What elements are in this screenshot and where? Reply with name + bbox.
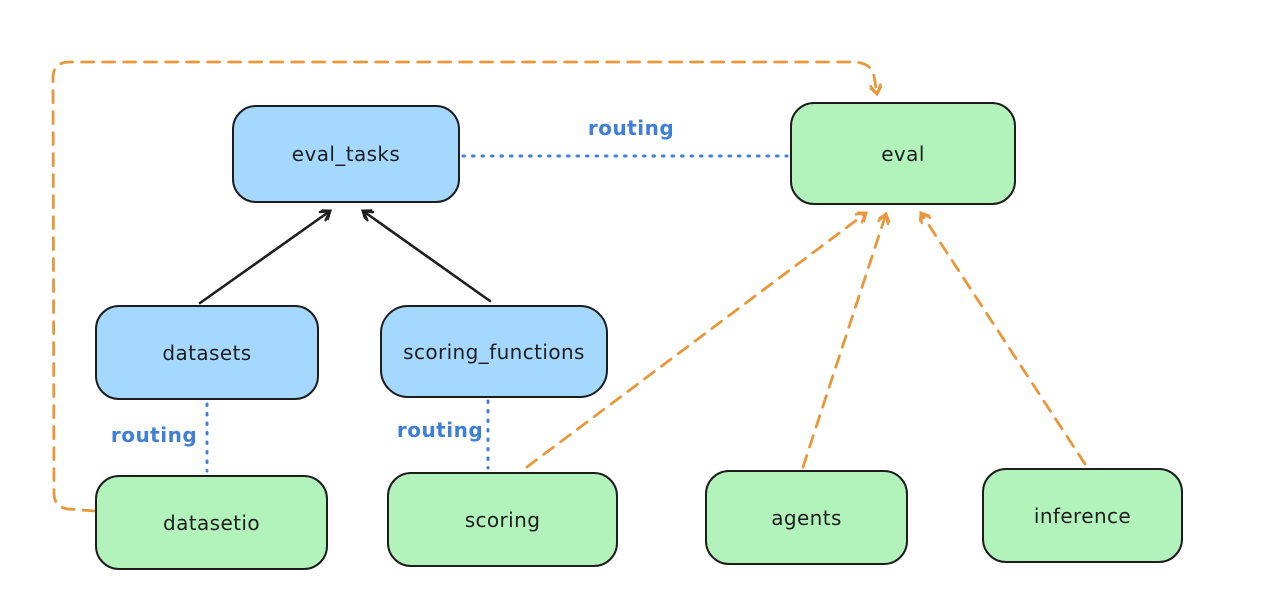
- edge-inference-to-eval: [921, 213, 1087, 466]
- edge-label-routing-eval_tasks-eval: routing: [587, 116, 675, 140]
- node-datasetio-label: datasetio: [162, 510, 260, 535]
- edge-scoring_functions-to-eval_tasks: [363, 211, 492, 303]
- edge-agents-to-eval: [801, 214, 886, 469]
- node-scoring_functions-label: scoring_functions: [403, 339, 585, 364]
- node-eval-label: eval: [881, 141, 925, 166]
- node-inference: inference: [982, 468, 1183, 563]
- node-agents: agents: [705, 470, 908, 565]
- edge-label-routing-scoring_functions-scoring: routing: [396, 418, 484, 442]
- node-eval_tasks-label: eval_tasks: [291, 142, 401, 166]
- node-eval_tasks: eval_tasks: [232, 105, 460, 203]
- node-scoring: scoring: [387, 472, 618, 567]
- node-eval: eval: [790, 102, 1016, 205]
- node-datasets: datasets: [95, 305, 319, 400]
- node-agents-label: agents: [771, 505, 842, 530]
- node-inference-label: inference: [1033, 503, 1132, 528]
- edge-scoring-to-eval: [525, 213, 866, 469]
- node-datasets-label: datasets: [162, 340, 252, 365]
- node-scoring-label: scoring: [464, 507, 541, 532]
- node-datasetio: datasetio: [95, 475, 328, 570]
- edge-label-routing-datasets-datasetio: routing: [110, 423, 198, 447]
- node-scoring_functions: scoring_functions: [380, 305, 608, 398]
- edge-datasetio-to-eval: [51, 60, 877, 513]
- edge-datasets-to-eval_tasks: [198, 211, 330, 305]
